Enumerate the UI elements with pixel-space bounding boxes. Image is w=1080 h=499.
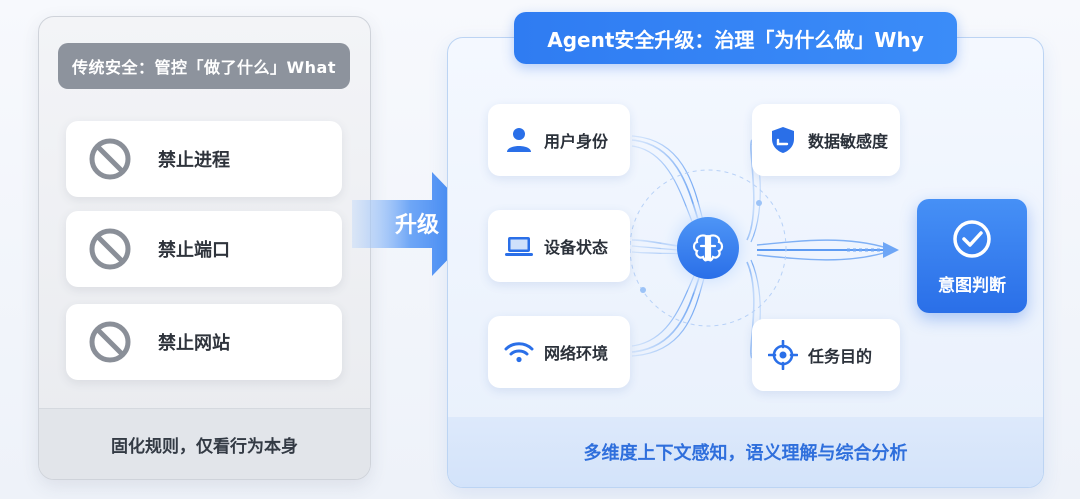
factor-card-data-sensitivity: 数据敏感度 xyxy=(752,104,900,176)
intent-label: 意图判断 xyxy=(938,275,1006,296)
shield-icon xyxy=(772,127,794,153)
factor-label: 设备状态 xyxy=(544,238,609,257)
traditional-security-footer: 固化规则，仅看行为本身 xyxy=(39,408,370,479)
target-icon xyxy=(768,340,798,370)
laptop-icon xyxy=(505,237,533,256)
factor-card-network-environment: 网络环境 xyxy=(488,316,630,388)
check-circle-icon xyxy=(953,219,991,258)
agent-security-title: Agent安全升级：治理「为什么做」Why xyxy=(514,12,957,64)
traditional-security-title: 传统安全：管控「做了什么」What xyxy=(58,43,350,89)
user-icon xyxy=(507,128,531,152)
factor-label: 任务目的 xyxy=(808,347,873,366)
brain-icon xyxy=(661,201,755,295)
rule-card-block-website: 禁止网站 xyxy=(66,304,342,380)
factor-label: 用户身份 xyxy=(544,132,609,151)
rule-label: 禁止进程 xyxy=(158,150,230,171)
factor-label: 网络环境 xyxy=(544,344,609,363)
factor-label: 数据敏感度 xyxy=(808,132,889,151)
wifi-icon xyxy=(504,342,534,363)
rule-label: 禁止网站 xyxy=(158,333,230,354)
rule-card-block-process: 禁止进程 xyxy=(66,121,342,197)
rule-label: 禁止端口 xyxy=(158,240,230,261)
ban-icon xyxy=(89,228,131,270)
factor-card-user-identity: 用户身份 xyxy=(488,104,630,176)
intent-judgment-card: 意图判断 xyxy=(917,199,1027,313)
factor-card-task-purpose: 任务目的 xyxy=(752,319,900,391)
factor-card-device-status: 设备状态 xyxy=(488,210,630,282)
rule-card-block-port: 禁止端口 xyxy=(66,211,342,287)
ban-icon xyxy=(89,321,131,363)
upgrade-label: 升级 xyxy=(394,213,439,238)
agent-security-footer: 多维度上下文感知，语义理解与综合分析 xyxy=(448,417,1043,487)
ban-icon xyxy=(89,138,131,180)
